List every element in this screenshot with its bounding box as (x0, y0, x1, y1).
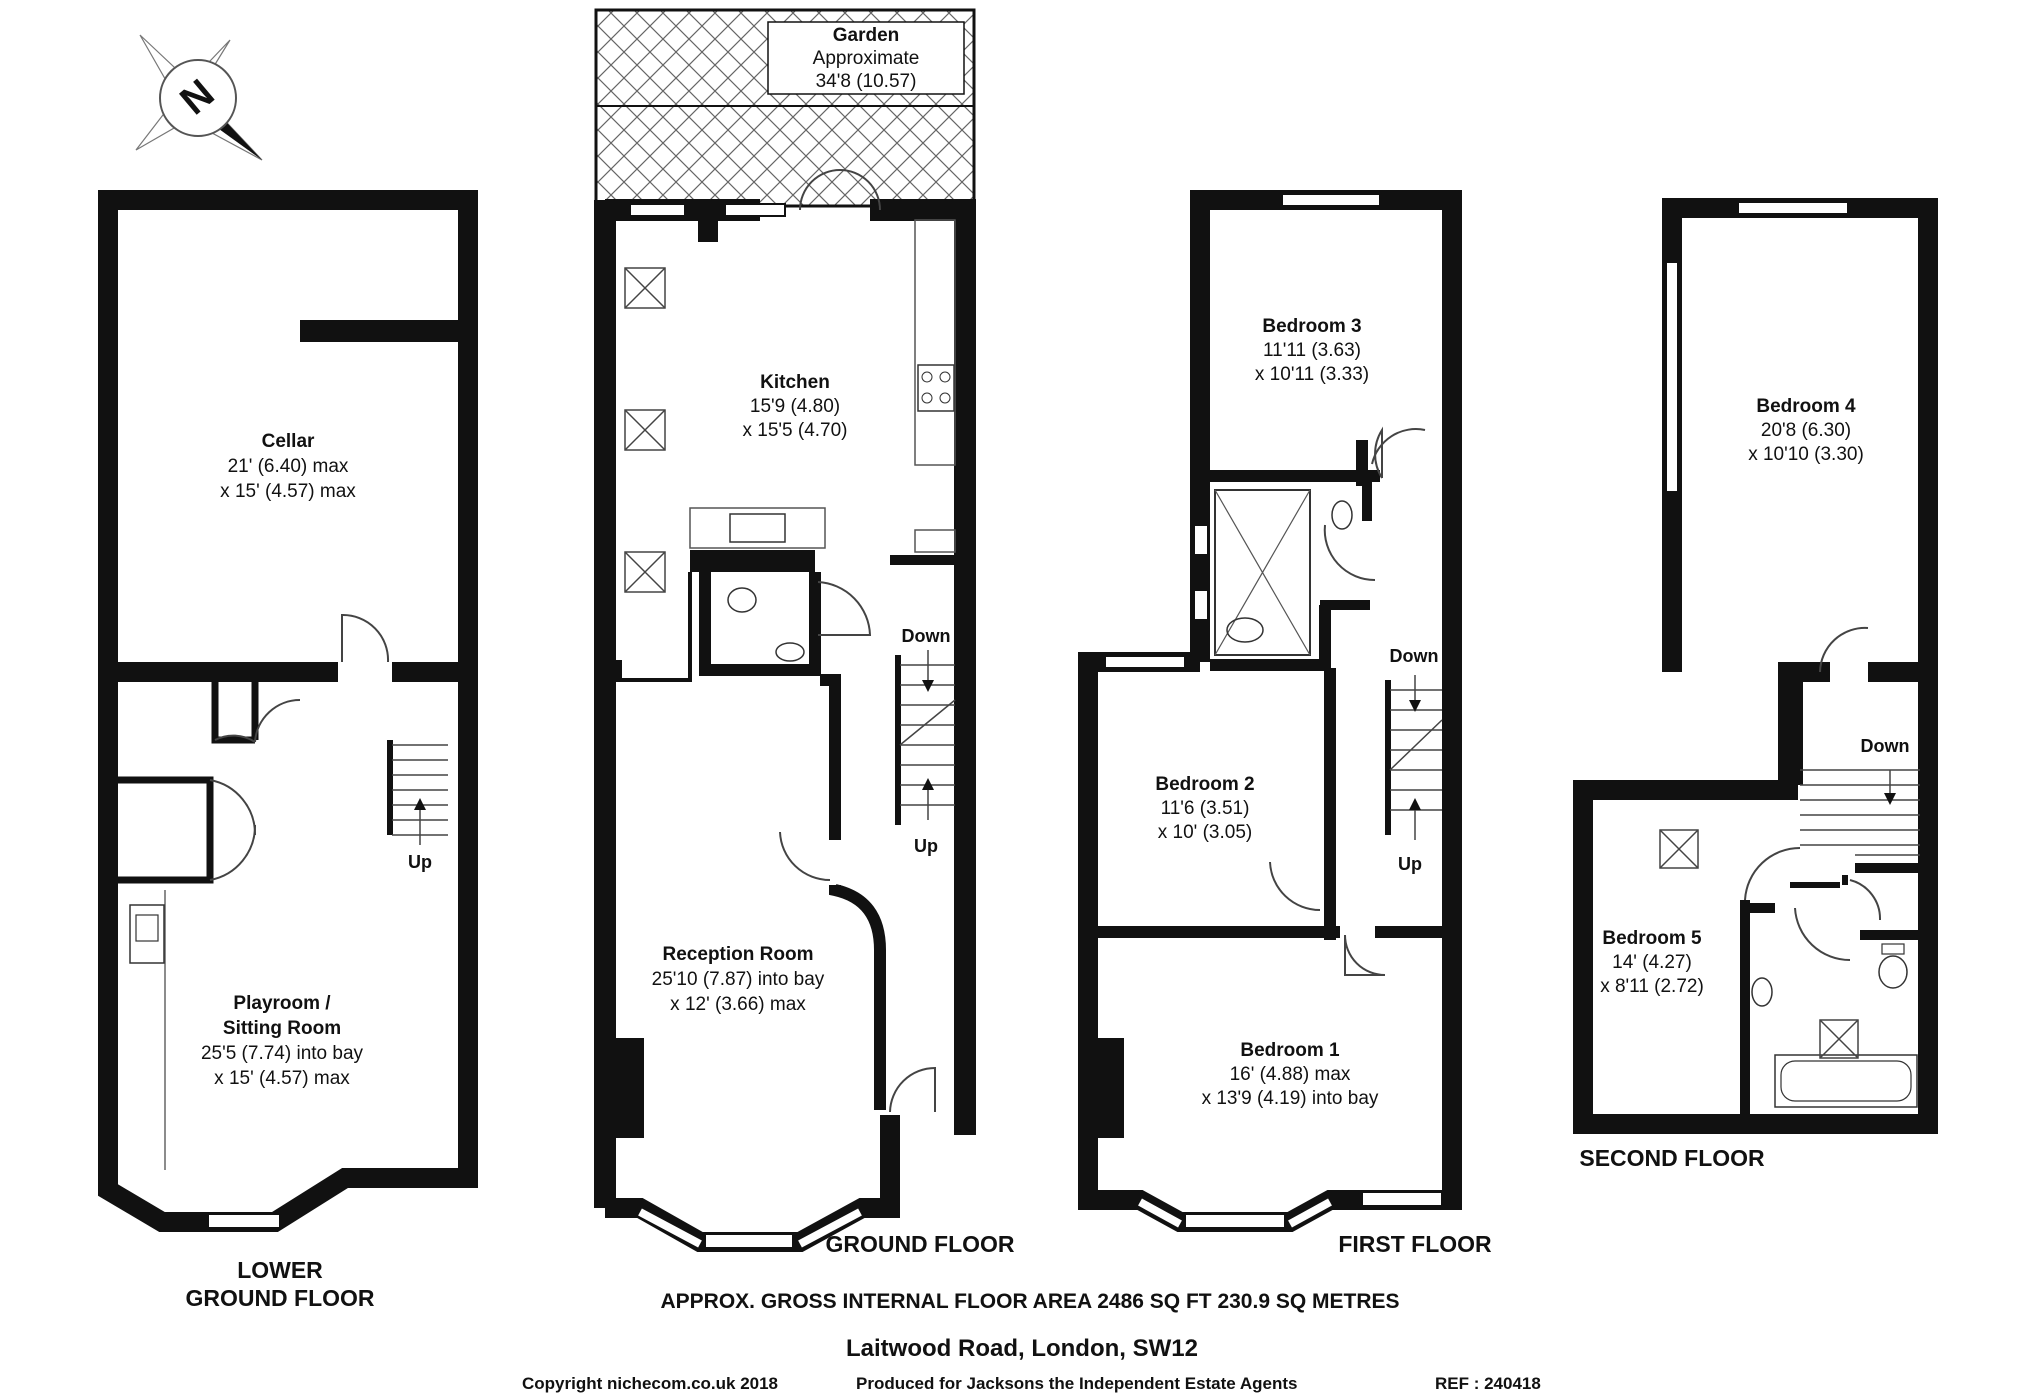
playroom-dim-2: x 15' (4.57) max (214, 1068, 350, 1089)
ground-floor-plan: Garden Approximate 34'8 (10.57) (594, 8, 1015, 1257)
kitchen-dim-2: x 15'5 (4.70) (742, 420, 847, 441)
bedroom-1-dim-1: 16' (4.88) max (1230, 1064, 1351, 1085)
kitchen-dim-1: 15'9 (4.80) (750, 396, 840, 417)
bedroom-2-dim-1: 11'6 (3.51) (1161, 798, 1250, 819)
reception-dim-1: 25'10 (7.87) into bay (652, 969, 825, 990)
playroom-name-1: Playroom / (233, 993, 331, 1014)
lower-floor-label-2: GROUND FLOOR (185, 1285, 374, 1311)
reception-dim-2: x 12' (3.66) max (670, 994, 806, 1015)
room-cellar: Cellar 21' (6.40) max x 15' (4.57) max (220, 431, 356, 502)
room-bedroom-5: Bedroom 5 14' (4.27) x 8'11 (2.72) (1600, 928, 1704, 997)
room-bedroom-1: Bedroom 1 16' (4.88) max x 13'9 (4.19) i… (1202, 1040, 1379, 1109)
first-stairs-up-label: Up (1398, 854, 1422, 874)
room-reception: Reception Room 25'10 (7.87) into bay x 1… (652, 944, 825, 1015)
address-text: Laitwood Road, London, SW12 (846, 1335, 1198, 1362)
bedroom-5-dim-2: x 8'11 (2.72) (1600, 976, 1704, 997)
bedroom-3-dim-2: x 10'11 (3.33) (1255, 364, 1369, 385)
lower-floor-label-1: LOWER (237, 1257, 323, 1283)
reference-text: REF : 240418 (1435, 1374, 1541, 1393)
bedroom-1-dim-2: x 13'9 (4.19) into bay (1202, 1088, 1379, 1109)
room-playroom: Playroom / Sitting Room 25'5 (7.74) into… (201, 993, 364, 1089)
second-stairs-down-label: Down (1861, 736, 1910, 756)
ground-floor-label: GROUND FLOOR (825, 1231, 1014, 1257)
room-bedroom-3: Bedroom 3 11'11 (3.63) x 10'11 (3.33) (1255, 316, 1369, 385)
bedroom-2-dim-2: x 10' (3.05) (1158, 822, 1252, 843)
cellar-name: Cellar (262, 431, 315, 452)
copyright-text: Copyright nichecom.co.uk 2018 (522, 1374, 778, 1393)
first-stairs-down-label: Down (1390, 646, 1439, 666)
bedroom-2-name: Bedroom 2 (1155, 774, 1254, 795)
garden-name: Garden (833, 25, 900, 46)
first-floor-label: FIRST FLOOR (1338, 1231, 1492, 1257)
cellar-dim-2: x 15' (4.57) max (220, 481, 356, 502)
bedroom-3-dim-1: 11'11 (3.63) (1263, 340, 1361, 361)
garden-dim-2: 34'8 (10.57) (816, 71, 917, 92)
room-bedroom-4: Bedroom 4 20'8 (6.30) x 10'10 (3.30) (1748, 396, 1864, 465)
garden-dim-1: Approximate (813, 48, 920, 69)
room-bedroom-2: Bedroom 2 11'6 (3.51) x 10' (3.05) (1155, 774, 1254, 843)
bedroom-5-name: Bedroom 5 (1602, 928, 1702, 949)
bedroom-3-name: Bedroom 3 (1262, 316, 1361, 337)
ground-stairs-up-label: Up (914, 836, 938, 856)
bedroom-4-dim-2: x 10'10 (3.30) (1748, 444, 1864, 465)
ground-stairs-down-label: Down (902, 626, 951, 646)
north-compass-icon: N (135, 34, 263, 161)
produced-for-text: Produced for Jacksons the Independent Es… (856, 1374, 1297, 1393)
room-kitchen: Kitchen 15'9 (4.80) x 15'5 (4.70) (742, 372, 847, 441)
second-floor-label: SECOND FLOOR (1579, 1145, 1765, 1171)
kitchen-name: Kitchen (760, 372, 830, 393)
second-floor-plan: Down Bedroom 4 20'8 (6.30) x 10'10 (3.30… (1573, 198, 1938, 1171)
floor-area-text: APPROX. GROSS INTERNAL FLOOR AREA 2486 S… (660, 1290, 1399, 1313)
playroom-dim-1: 25'5 (7.74) into bay (201, 1043, 364, 1064)
first-floor-plan: Down Up Bedroom 3 11'11 (3.63) x 10'11 (… (1078, 190, 1492, 1257)
lower-ground-floor-plan: Up Cellar 21' (6.40) max x 15' (4.57) ma… (98, 190, 478, 1311)
bedroom-4-dim-1: 20'8 (6.30) (1761, 420, 1851, 441)
lower-stairs-up-label: Up (408, 852, 432, 872)
bedroom-1-name: Bedroom 1 (1240, 1040, 1340, 1061)
footer: APPROX. GROSS INTERNAL FLOOR AREA 2486 S… (522, 1290, 1541, 1393)
bedroom-5-dim-1: 14' (4.27) (1612, 952, 1692, 973)
reception-name: Reception Room (663, 944, 814, 965)
cellar-dim-1: 21' (6.40) max (228, 456, 349, 477)
bedroom-4-name: Bedroom 4 (1756, 396, 1856, 417)
playroom-name-2: Sitting Room (223, 1018, 341, 1039)
